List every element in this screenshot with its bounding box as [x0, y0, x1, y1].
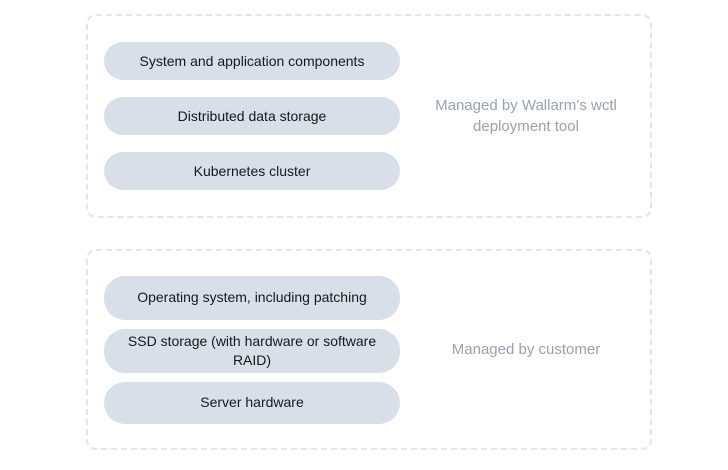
layer-label: System and application components — [139, 52, 365, 69]
layer-label: SSD storage (with hardware or software R… — [127, 332, 377, 368]
layer-operating-system-including-patching: Operating system, including patching — [104, 275, 400, 320]
layer-server-hardware: Server hardware — [104, 381, 400, 424]
group-managed-by-wallarm-items: System and application components Distri… — [88, 42, 402, 190]
layer-system-and-application-components: System and application components — [104, 42, 400, 80]
layer-label: Server hardware — [200, 394, 304, 410]
layer-distributed-data-storage: Distributed data storage — [104, 97, 400, 135]
group-managed-by-customer-items: Operating system, including patching SSD… — [88, 275, 402, 424]
layer-label: Kubernetes cluster — [193, 162, 311, 179]
group-managed-by-wallarm: System and application components Distri… — [86, 14, 652, 218]
group-caption-managed-by-wallarm: Managed by Wallarm’s wctl deployment too… — [435, 97, 617, 135]
group-managed-by-customer: Operating system, including patching SSD… — [86, 249, 652, 450]
group-caption-managed-by-customer: Managed by customer — [451, 341, 601, 358]
layer-label: Distributed data storage — [177, 107, 327, 124]
layer-kubernetes-cluster: Kubernetes cluster — [104, 152, 400, 190]
layer-ssd-storage: SSD storage (with hardware or software R… — [104, 328, 400, 373]
layer-label: Operating system, including patching — [137, 289, 367, 305]
